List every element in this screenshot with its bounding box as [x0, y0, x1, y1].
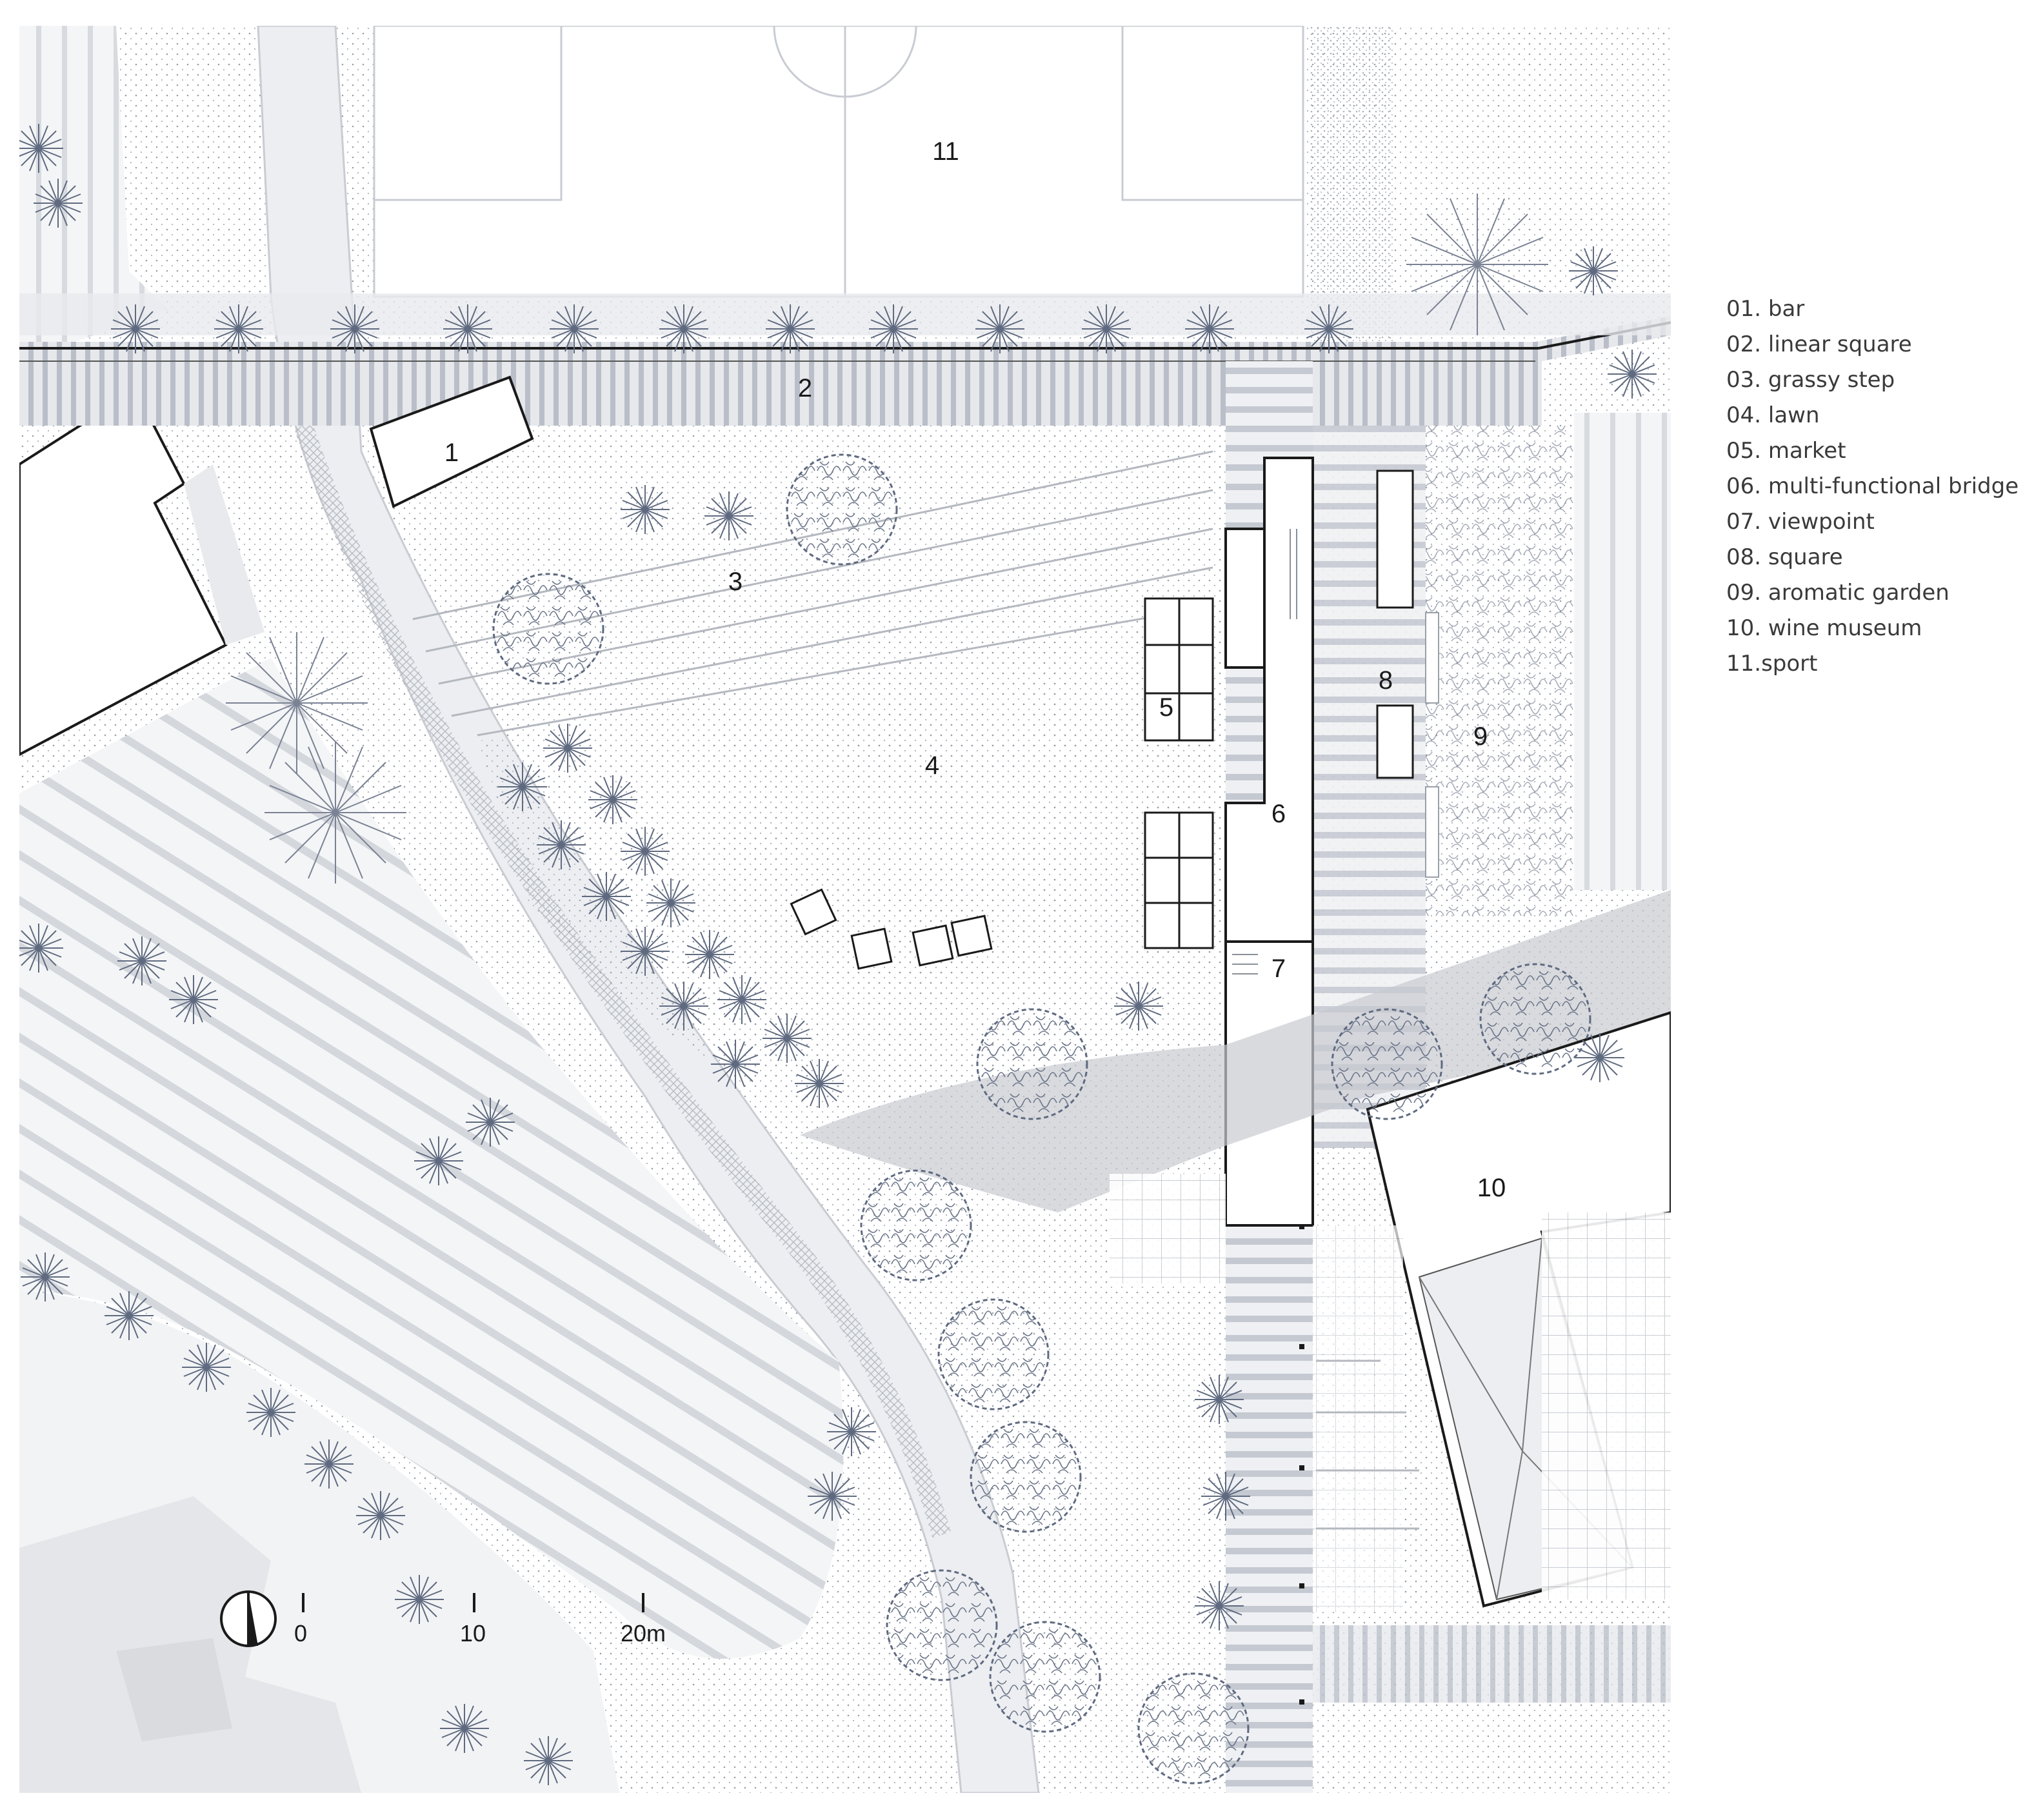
- legend-item-wine-museum: 10. wine museum: [1726, 615, 1922, 641]
- zone-label-1: 1: [444, 439, 459, 467]
- legend-item-square: 08. square: [1726, 544, 1843, 570]
- legend-item-linear-square: 02. linear square: [1726, 331, 1912, 357]
- scale-tick-10: 10: [460, 1620, 486, 1647]
- lawn: [477, 619, 1219, 1109]
- zone-label-3: 3: [728, 568, 743, 596]
- zone-label-5: 5: [1159, 693, 1173, 722]
- zone-label-2: 2: [798, 374, 812, 402]
- legend-item-market: 05. market: [1726, 438, 1846, 464]
- legend-item-grassy-step: 03. grassy step: [1726, 367, 1895, 393]
- zone-label-10: 10: [1477, 1174, 1506, 1202]
- market-stalls: [1144, 597, 1214, 949]
- legend-item-lawn: 04. lawn: [1726, 402, 1820, 428]
- zone-label-7: 7: [1271, 955, 1286, 983]
- zone-label-11: 11: [932, 137, 959, 166]
- square-benches: [1376, 470, 1414, 779]
- legend-item-sport: 11.sport: [1726, 651, 1818, 677]
- aromatic-garden: [1426, 426, 1574, 916]
- shadow-band: [800, 890, 1671, 1212]
- scale-tick-20m: 20m: [621, 1620, 666, 1647]
- lawn-benches: [790, 888, 993, 970]
- zone-label-6: 6: [1271, 800, 1286, 828]
- wine-museum: [1366, 1011, 1671, 1608]
- legend-item-multi-functional-bridge: 06. multi-functional bridge: [1726, 473, 2019, 499]
- zone-labels: 1 2 3 4 5 6 7 8 9 10 11: [444, 137, 1506, 1202]
- north-arrow-icon: [220, 1590, 277, 1647]
- zone-label-4: 4: [925, 751, 939, 780]
- legend-item-aromatic-garden: 09. aromatic garden: [1726, 580, 1949, 606]
- bar-building: [369, 375, 534, 508]
- scale-bar: 0 10 20m: [294, 1593, 666, 1647]
- scale-tick-0: 0: [294, 1620, 307, 1647]
- legend: 01. bar 02. linear square 03. grassy ste…: [1726, 292, 2019, 682]
- vineyard-top: [19, 26, 168, 361]
- sports-field: [373, 26, 1304, 298]
- zone-label-9: 9: [1473, 722, 1488, 751]
- zone-label-8: 8: [1379, 666, 1393, 695]
- legend-item-bar: 01. bar: [1726, 296, 1805, 322]
- legend-item-viewpoint: 07. viewpoint: [1726, 509, 1875, 535]
